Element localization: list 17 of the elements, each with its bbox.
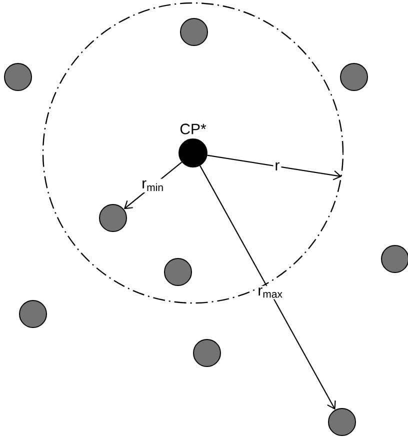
edge-label: r$_{min}$ [140, 178, 166, 193]
edge-label: r [273, 160, 282, 172]
point-dot [164, 258, 192, 286]
point-dot [180, 18, 208, 46]
point-dot [19, 300, 47, 328]
point-dot [328, 408, 356, 436]
point-dot [99, 204, 127, 232]
center-point [178, 138, 208, 168]
point-dot [193, 339, 221, 367]
point-dot [381, 245, 408, 273]
point-dot [4, 63, 32, 91]
point-label: CP* [180, 124, 206, 134]
dashed-circle [42, 2, 344, 304]
arrow [207, 154, 342, 180]
arrow [200, 165, 336, 410]
point-dot [340, 63, 368, 91]
edge-label: r$_{max}$ [256, 286, 284, 300]
